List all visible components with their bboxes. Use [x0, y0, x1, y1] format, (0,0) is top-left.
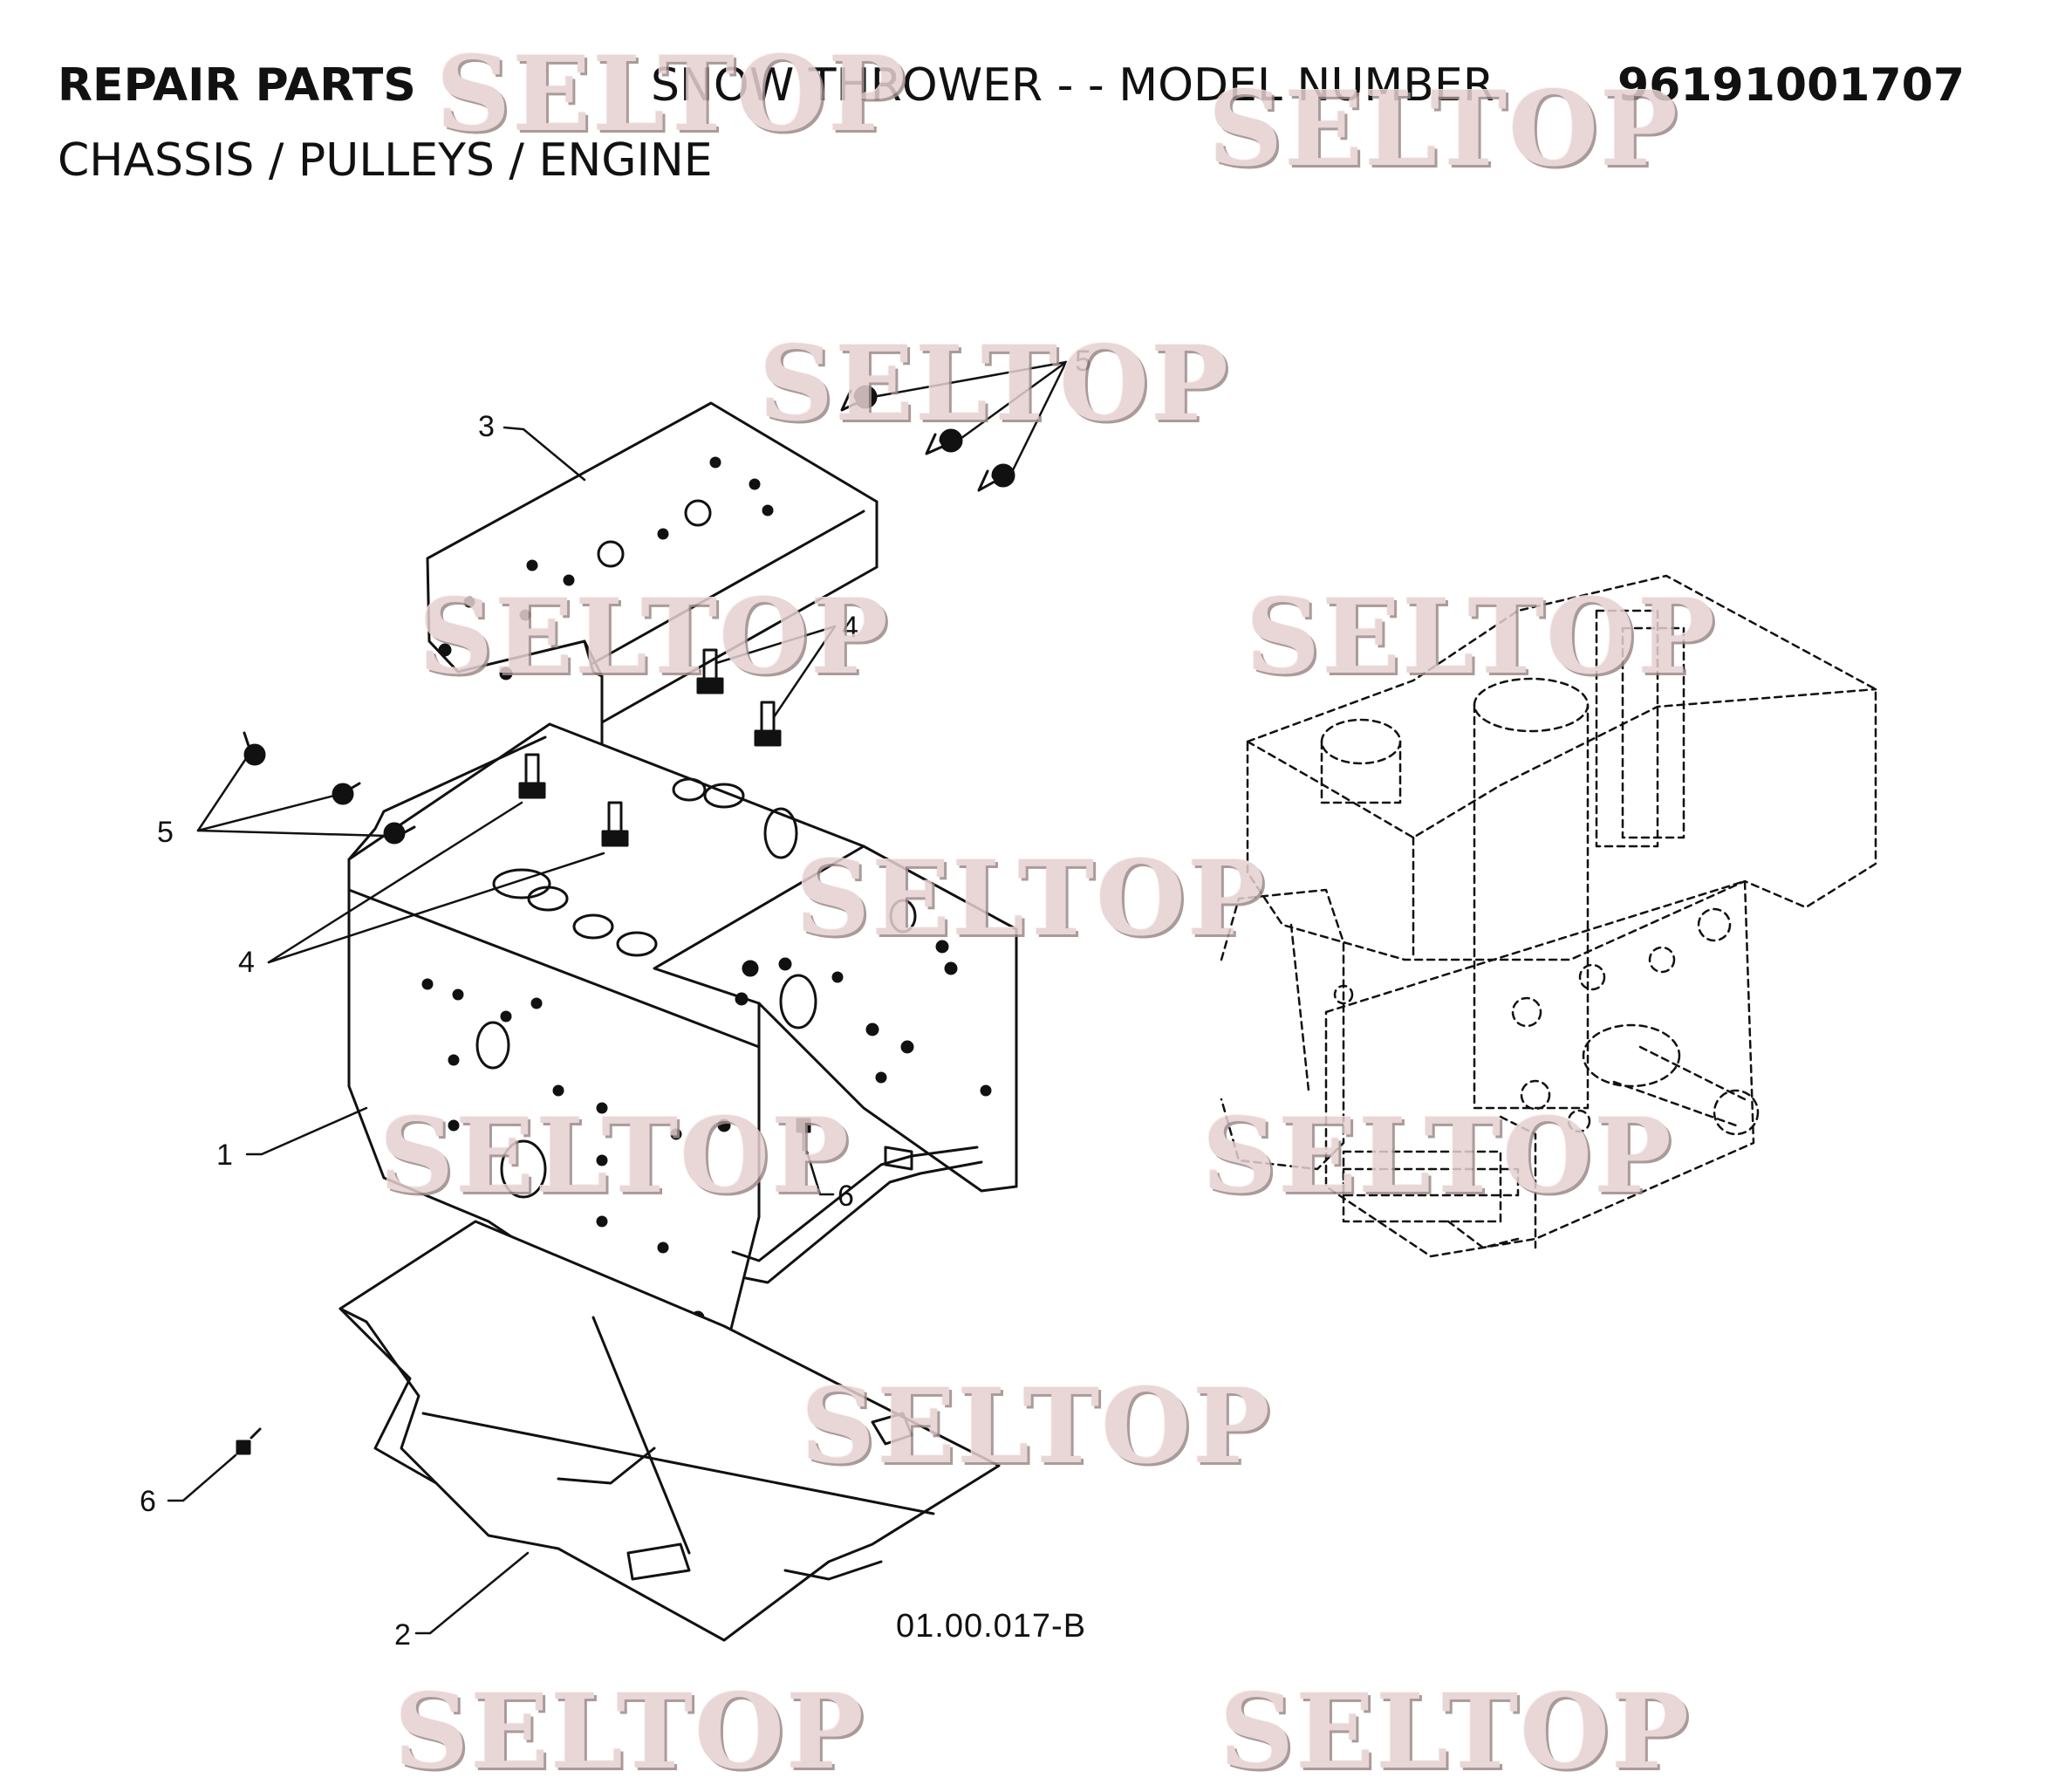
page-subtitle: CHASSIS / PULLEYS / ENGINE [58, 134, 713, 187]
flange-screw [332, 782, 361, 805]
exploded-parts-diagram: 3 5 4 5 4 1 6 6 2 [140, 345, 1877, 1652]
shoulder-stud [601, 801, 629, 847]
shoulder-stud [696, 648, 724, 694]
top-bracket-part [426, 401, 879, 761]
callout-1: 1 [216, 1139, 233, 1172]
base-plate-part [338, 1220, 1001, 1642]
callout-4-top: 4 [842, 611, 858, 644]
callout-6-left: 6 [140, 1485, 156, 1518]
engine-phantom [1220, 574, 1877, 1258]
shoulder-stud-group-left [518, 753, 629, 847]
shoulder-stud [754, 701, 782, 747]
chassis-part [347, 722, 1018, 1363]
screw [796, 1118, 811, 1152]
model-label: SNOW THROWER - - MODEL NUMBER [651, 59, 1494, 112]
callout-3: 3 [478, 410, 495, 443]
callout-6-right: 6 [838, 1180, 854, 1213]
callout-5-top: 5 [1075, 345, 1091, 378]
page-header: REPAIR PARTS SNOW THROWER - - MODEL NUMB… [58, 59, 2003, 199]
screw [236, 1427, 262, 1455]
flange-screw [243, 731, 266, 766]
figure-code: 01.00.017-B [896, 1608, 1087, 1645]
callout-4-left: 4 [238, 946, 255, 979]
section-title: REPAIR PARTS [58, 59, 416, 112]
leader-lines [167, 360, 1068, 1635]
flange-screw [977, 463, 1015, 492]
flange-screw-group-left [243, 731, 416, 845]
callout-5-left: 5 [157, 816, 174, 849]
callout-2: 2 [394, 1618, 411, 1652]
shoulder-stud-group-top [696, 648, 782, 747]
flange-screw [840, 385, 878, 412]
flange-screw [383, 822, 416, 845]
flange-screw-group-top [840, 385, 1015, 492]
model-number: 96191001707 [1617, 59, 1965, 112]
shoulder-stud [518, 753, 546, 799]
flange-screw [925, 428, 963, 455]
